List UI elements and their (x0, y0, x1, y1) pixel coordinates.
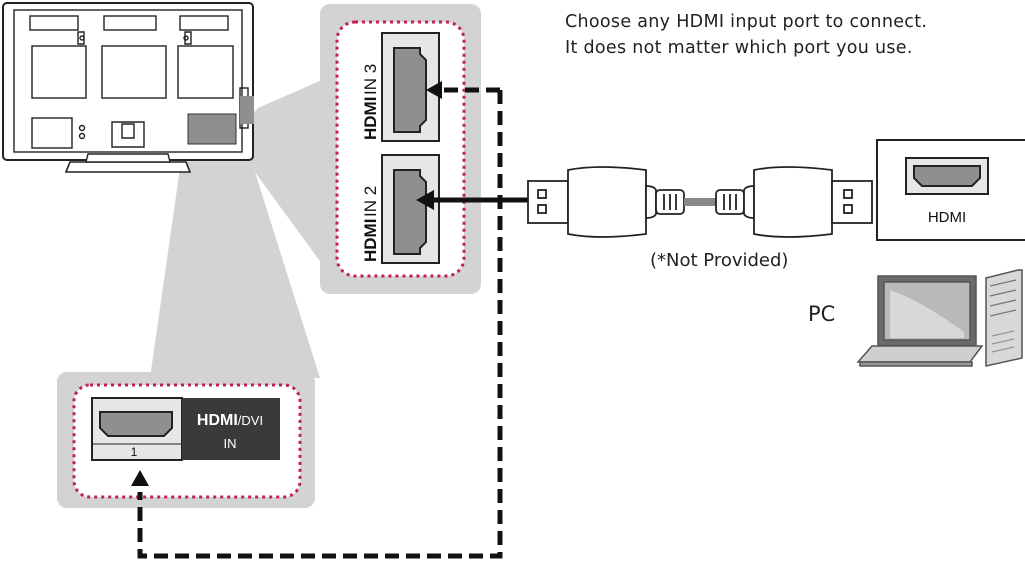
pc-hdmi-port-box: HDMI (876, 139, 1025, 241)
instruction-line-1: Choose any HDMI input port to connect. (565, 12, 928, 32)
hdmi-cable-icon (527, 166, 873, 238)
hdmi-port-in2 (381, 154, 440, 264)
arrow-to-in2 (416, 190, 434, 210)
laptop-icon (856, 275, 984, 367)
rear-dvi-suffix: /DVI (238, 413, 263, 428)
alternate-connection-path (137, 87, 503, 559)
port-label-in3: IN 3 (361, 64, 380, 95)
rear-port-number: 1 (131, 445, 138, 459)
tv-side-port-area (240, 96, 254, 124)
instruction-line-2: It does not matter which port you use. (565, 38, 913, 58)
hdmi-logo-lower: HDMI (361, 219, 380, 262)
cable-note: (*Not Provided) (650, 250, 789, 271)
side-hdmi-panel: HDMI IN 3 HDMI IN 2 (320, 4, 481, 294)
hdmi-port-in3 (381, 32, 440, 142)
arrow-to-in1 (131, 470, 149, 486)
rear-hdmi-dvi-label: HDMI/DVI (197, 412, 263, 429)
hdmi-logo-upper: HDMI (361, 97, 380, 140)
rear-hdmi-panel: 1 HDMI/DVI IN (57, 372, 315, 508)
rear-in-label: IN (224, 436, 237, 451)
rear-hdmi-logo: HDMI (197, 412, 238, 429)
tv-back-icon (2, 2, 254, 173)
desktop-tower-icon (985, 269, 1023, 367)
tv-rear-port-area (187, 113, 237, 145)
port-label-in2: IN 2 (361, 186, 380, 217)
pc-label: PC (808, 302, 836, 326)
pc-port-label: HDMI (928, 209, 966, 226)
arrow-to-in3 (426, 81, 442, 99)
instruction-text: Choose any HDMI input port to connect. I… (565, 9, 1020, 61)
